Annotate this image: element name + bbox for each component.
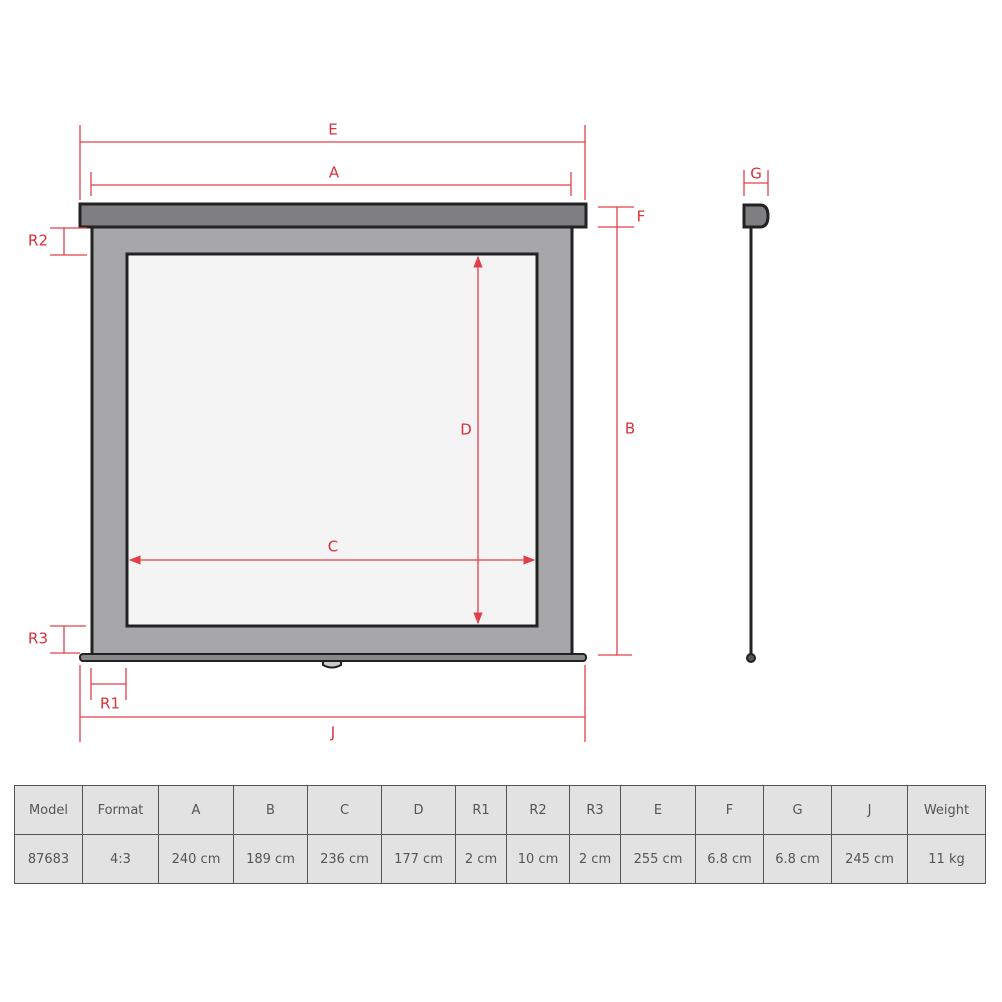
header-cell: F xyxy=(695,785,764,835)
header-cell: C xyxy=(307,785,382,835)
header-cell: R2 xyxy=(506,785,570,835)
label-R2: R2 xyxy=(28,232,48,250)
table-cell: 177 cm xyxy=(381,834,456,884)
table-cell: 189 cm xyxy=(233,834,308,884)
header-cell: Weight xyxy=(907,785,986,835)
label-F: F xyxy=(637,208,646,226)
label-R1: R1 xyxy=(100,695,120,713)
label-G: G xyxy=(750,165,762,183)
header-cell: D xyxy=(381,785,456,835)
table-cell: 10 cm xyxy=(506,834,570,884)
dimension-C: C xyxy=(128,538,536,565)
table-cell: 240 cm xyxy=(158,834,234,884)
specifications-table: Model Format A B C D R1 R2 R3 E F G J We… xyxy=(14,785,986,884)
dimension-R1: R1 xyxy=(90,668,127,713)
label-R3: R3 xyxy=(28,630,48,648)
label-A: A xyxy=(329,164,340,182)
table-cell: 6.8 cm xyxy=(695,834,764,884)
table-cell: 87683 xyxy=(14,834,83,884)
table-cell: 2 cm xyxy=(569,834,621,884)
screen-case xyxy=(78,202,588,229)
dimension-R3: R3 xyxy=(28,625,86,654)
table-cell: 236 cm xyxy=(307,834,382,884)
header-cell: R3 xyxy=(569,785,621,835)
dimension-G: G xyxy=(743,165,769,196)
label-E: E xyxy=(328,121,337,139)
dimension-B: B xyxy=(598,227,635,656)
table-header-row: Model Format A B C D R1 R2 R3 E F G J We… xyxy=(14,785,986,835)
label-D: D xyxy=(460,421,472,439)
projector-screen-front xyxy=(78,202,588,669)
pull-handle xyxy=(322,660,342,669)
dimension-E: E xyxy=(79,121,586,200)
screen-dimension-diagram: E A F B D C R2 R3 R1 J xyxy=(28,121,770,742)
table-cell: 4:3 xyxy=(82,834,159,884)
label-C: C xyxy=(328,538,338,556)
header-cell: Model xyxy=(14,785,83,835)
header-cell: E xyxy=(620,785,696,835)
table-cell: 6.8 cm xyxy=(763,834,832,884)
projector-screen-side xyxy=(742,203,770,663)
screen-surface xyxy=(125,252,539,628)
header-cell: J xyxy=(831,785,908,835)
table-cell: 245 cm xyxy=(831,834,908,884)
header-cell: B xyxy=(233,785,308,835)
table-cell: 2 cm xyxy=(455,834,507,884)
label-J: J xyxy=(330,724,335,742)
bottom-bar xyxy=(79,653,587,662)
dimension-R2: R2 xyxy=(28,227,87,256)
table-row: 87683 4:3 240 cm 189 cm 236 cm 177 cm 2 … xyxy=(14,834,986,884)
table-cell: 11 kg xyxy=(907,834,986,884)
header-cell: G xyxy=(763,785,832,835)
dimension-A: A xyxy=(90,164,572,196)
table-cell: 255 cm xyxy=(620,834,696,884)
dimension-F: F xyxy=(598,206,646,228)
dimension-J: J xyxy=(79,665,586,742)
header-cell: R1 xyxy=(455,785,507,835)
label-B: B xyxy=(625,420,635,438)
header-cell: Format xyxy=(82,785,159,835)
header-cell: A xyxy=(158,785,234,835)
